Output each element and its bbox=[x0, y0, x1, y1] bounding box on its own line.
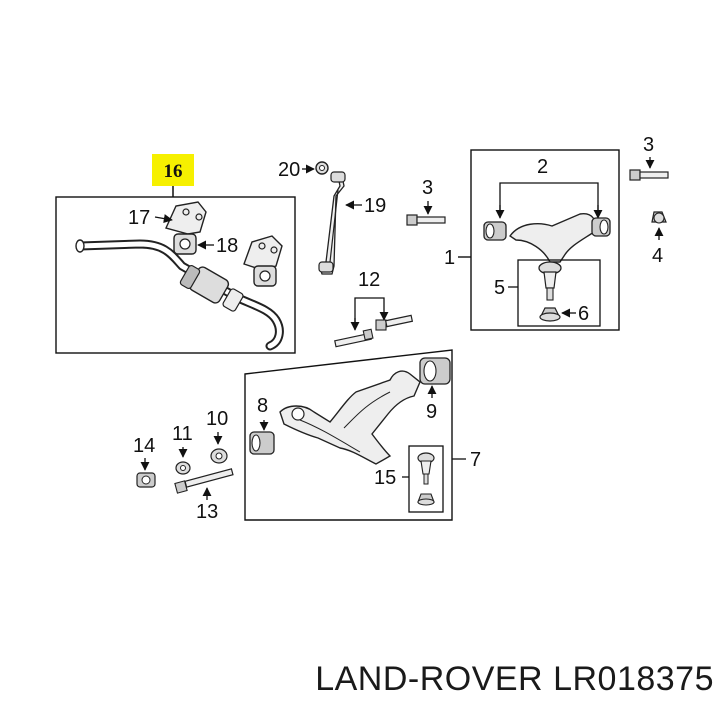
callout-15: 15 bbox=[374, 467, 396, 489]
bolts-group-12: 12 bbox=[334, 269, 414, 348]
bolt-part-3-left[interactable] bbox=[406, 214, 446, 226]
upper-control-arm[interactable] bbox=[509, 213, 596, 263]
callout-2: 2 bbox=[537, 156, 548, 178]
callout-4: 4 bbox=[652, 245, 663, 267]
lower-arm-group: 7 9 8 15 bbox=[244, 349, 481, 521]
callout-20: 20 bbox=[278, 159, 300, 181]
callout-1: 1 bbox=[444, 247, 455, 269]
callout-11: 11 bbox=[172, 423, 193, 445]
nut-part-6[interactable] bbox=[539, 307, 561, 322]
washer-part-10[interactable] bbox=[210, 448, 228, 464]
stabilizer-link-group: 20 19 bbox=[278, 159, 386, 275]
callout-5: 5 bbox=[494, 277, 505, 299]
washer-part-11[interactable] bbox=[175, 461, 191, 475]
callout-3-right: 3 bbox=[643, 134, 654, 156]
callout-6: 6 bbox=[578, 303, 589, 325]
highlight-box-16[interactable] bbox=[152, 154, 194, 186]
callout-9: 9 bbox=[426, 401, 437, 423]
callout-12: 12 bbox=[358, 269, 380, 291]
nut-part-4[interactable] bbox=[651, 211, 667, 224]
bolt-part-3-right[interactable] bbox=[629, 169, 669, 181]
hardware-group: 14 11 10 13 bbox=[133, 408, 234, 523]
callout-7: 7 bbox=[470, 449, 481, 471]
brand-name: LAND-ROVER bbox=[315, 660, 544, 698]
ball-joint-part-5[interactable] bbox=[538, 261, 562, 301]
group-frame-7 bbox=[244, 349, 453, 521]
callout-14: 14 bbox=[133, 435, 155, 457]
nut-part-14[interactable] bbox=[136, 472, 156, 488]
group-frame-15 bbox=[408, 445, 444, 513]
bolt-part-13[interactable] bbox=[174, 468, 234, 494]
group-frame-16 bbox=[55, 196, 296, 354]
bracket-part-17-right[interactable] bbox=[243, 235, 283, 271]
nut-part-15[interactable] bbox=[417, 493, 435, 506]
upper-arm-group: 3 1 2 5 6 3 bbox=[406, 134, 669, 331]
stabilizer-bar-group: 16 17 18 bbox=[55, 154, 296, 354]
bracket-part-17[interactable] bbox=[165, 201, 207, 235]
callout-19: 19 bbox=[364, 195, 386, 217]
bushing-part-8[interactable] bbox=[249, 431, 275, 455]
stabilizer-link-part-19[interactable] bbox=[319, 175, 345, 275]
callout-13: 13 bbox=[196, 501, 218, 523]
callout-16: 16 bbox=[164, 161, 183, 182]
bolt-part-12-left[interactable] bbox=[334, 328, 374, 348]
bushing-part-9[interactable] bbox=[419, 357, 451, 385]
callout-3-upper: 3 bbox=[422, 177, 433, 199]
callout-8: 8 bbox=[257, 395, 268, 417]
callout-10: 10 bbox=[206, 408, 228, 430]
bolt-part-12-right[interactable] bbox=[375, 314, 414, 331]
callout-17: 17 bbox=[128, 207, 150, 229]
part-number: LR018375 bbox=[553, 660, 714, 698]
group-frame-1 bbox=[470, 149, 620, 331]
callout-18: 18 bbox=[216, 235, 238, 257]
ball-joint-part-15[interactable] bbox=[417, 452, 435, 485]
group-frame-5 bbox=[517, 259, 601, 327]
part-number-footer: LAND-ROVER LR018375 bbox=[0, 660, 720, 699]
